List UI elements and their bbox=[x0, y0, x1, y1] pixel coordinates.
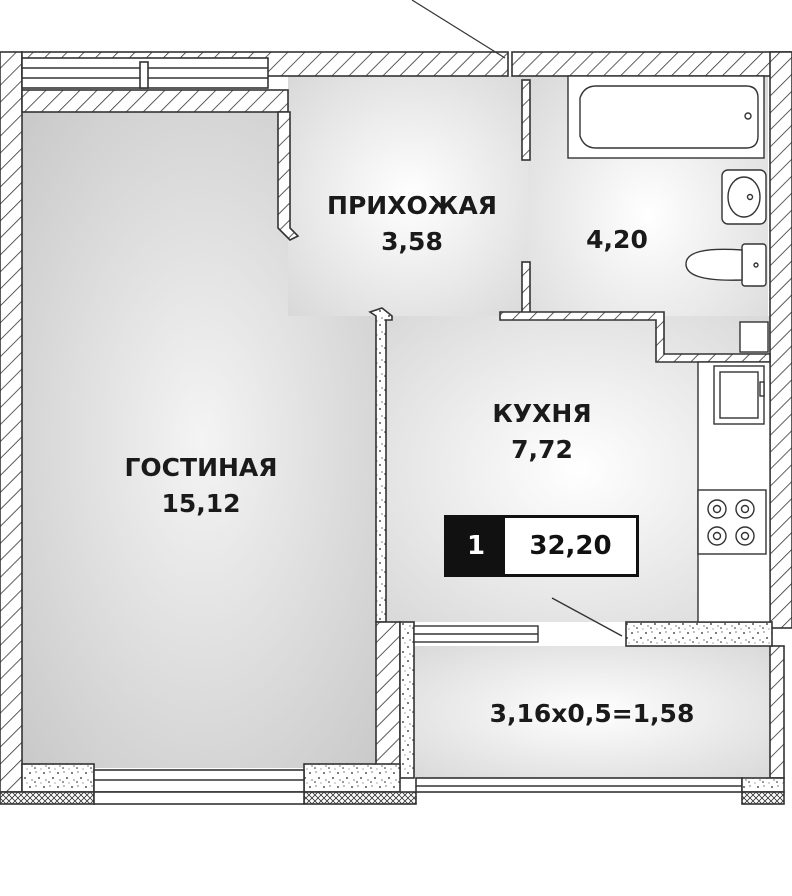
living-room-name: ГОСТИНАЯ bbox=[124, 453, 278, 482]
living-room-area: 15,12 bbox=[161, 489, 241, 518]
apartment-summary-badge: 1 32,20 bbox=[444, 515, 639, 577]
hall-area: 3,58 bbox=[381, 227, 443, 256]
hall-floor bbox=[288, 76, 532, 316]
room-count: 1 bbox=[447, 518, 505, 574]
total-area: 32,20 bbox=[529, 531, 612, 561]
toilet bbox=[685, 243, 767, 287]
hall-name: ПРИХОЖАЯ bbox=[327, 191, 497, 220]
balcony-label: 3,16x0,5=1,58 bbox=[462, 696, 722, 732]
washing-machine bbox=[739, 321, 769, 353]
balcony-floor bbox=[410, 646, 772, 778]
bathroom-area: 4,20 bbox=[586, 225, 648, 254]
bathroom-label: 4,20 bbox=[562, 222, 672, 258]
balcony-area: 3,16x0,5=1,58 bbox=[489, 699, 695, 728]
bathtub bbox=[567, 75, 765, 159]
stove bbox=[697, 489, 767, 555]
hall-label: ПРИХОЖАЯ 3,58 bbox=[302, 188, 522, 260]
bottom-wall bbox=[0, 763, 785, 805]
kitchen-area: 7,72 bbox=[511, 435, 573, 464]
kitchen-name: КУХНЯ bbox=[492, 399, 592, 428]
bathroom-sink bbox=[721, 169, 767, 225]
kitchen-label: КУХНЯ 7,72 bbox=[452, 396, 632, 468]
balcony-door bbox=[413, 597, 623, 643]
window-top bbox=[21, 57, 269, 89]
entrance-door-swing bbox=[411, 0, 506, 59]
living-room-label: ГОСТИНАЯ 15,12 bbox=[96, 450, 306, 522]
